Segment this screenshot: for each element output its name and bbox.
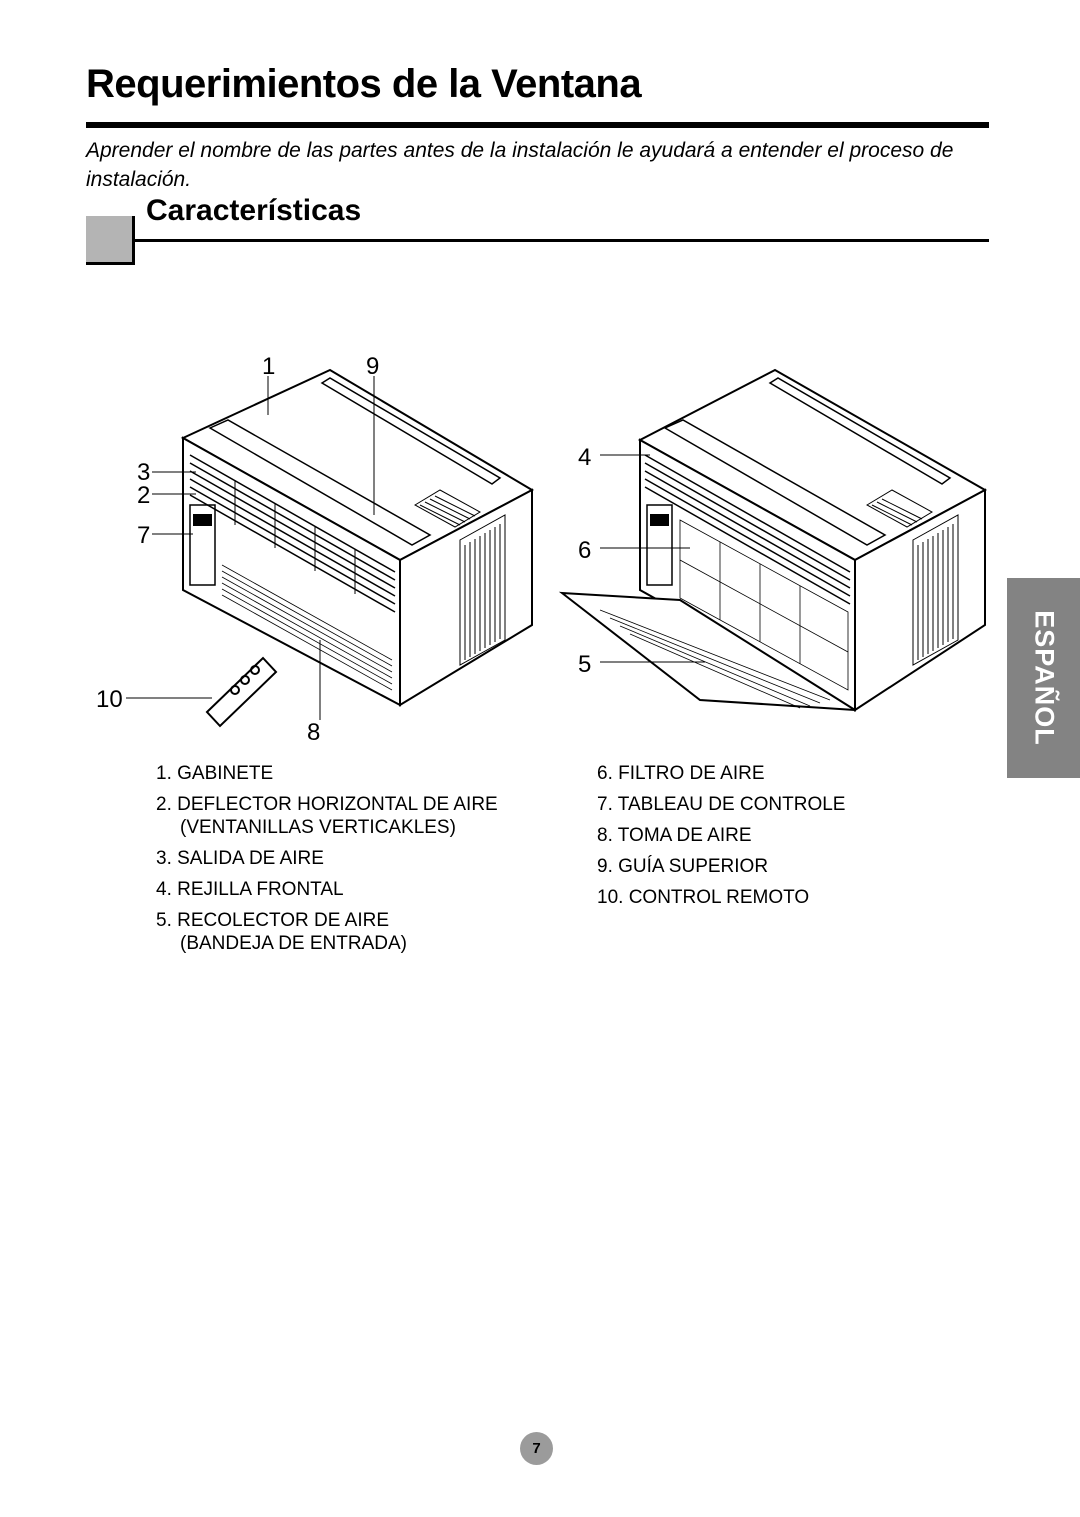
part-item: 5. RECOLECTOR DE AIRE(BANDEJA DE ENTRADA… [156,909,576,955]
part-label: 1. GABINETE [156,763,274,784]
part-label: 7. TABLEAU DE CONTROLE [597,794,846,815]
part-label: 6. FILTRO DE AIRE [597,763,765,784]
callout-8: 8 [307,719,320,746]
callout-4: 4 [578,444,591,471]
callout-7: 7 [137,522,150,549]
callout-6: 6 [578,537,591,564]
part-label: 9. GUÍA SUPERIOR [597,856,769,877]
part-item: 7. TABLEAU DE CONTROLE [597,793,927,816]
part-label: 3. SALIDA DE AIRE [156,848,324,869]
language-tab-label: ESPAÑOL [1029,610,1059,746]
left-unit-illustration [180,368,535,728]
page-number: 7 [520,1432,553,1465]
part-item: 8. TOMA DE AIRE [597,824,927,847]
part-item: 9. GUÍA SUPERIOR [597,855,927,878]
part-item: 3. SALIDA DE AIRE [156,847,576,870]
part-item: 6. FILTRO DE AIRE [597,762,927,785]
part-sublabel: (BANDEJA DE ENTRADA) [180,933,407,954]
right-unit-illustration [558,368,988,712]
part-label: 8. TOMA DE AIRE [597,825,752,846]
parts-list-right: 6. FILTRO DE AIRE 7. TABLEAU DE CONTROLE… [597,762,927,917]
part-label: 2. DEFLECTOR HORIZONTAL DE AIRE [156,794,498,815]
callout-2: 2 [137,482,150,509]
section-marker-box [86,216,135,265]
part-label: 5. RECOLECTOR DE AIRE [156,910,389,931]
part-item: 1. GABINETE [156,762,576,785]
part-item: 10. CONTROL REMOTO [597,886,927,909]
title-rule [86,122,989,128]
part-label: 4. REJILLA FRONTAL [156,879,344,900]
callout-9: 9 [366,353,379,380]
callout-5: 5 [578,651,591,678]
part-item: 4. REJILLA FRONTAL [156,878,576,901]
section-title: Características [146,194,362,227]
part-label: 10. CONTROL REMOTO [597,887,810,908]
part-sublabel: (VENTANILLAS VERTICAKLES) [180,817,456,838]
air-conditioner-diagram: 1 9 3 2 7 10 8 4 6 5 [96,353,988,746]
callout-3: 3 [137,459,150,486]
section-rule [134,239,989,242]
intro-text: Aprender el nombre de las partes antes d… [86,139,954,191]
page-title: Requerimientos de la Ventana [86,62,642,106]
parts-list-left: 1. GABINETE 2. DEFLECTOR HORIZONTAL DE A… [156,762,576,963]
callout-1: 1 [262,353,275,380]
part-item: 2. DEFLECTOR HORIZONTAL DE AIRE(VENTANIL… [156,793,576,839]
language-tab: ESPAÑOL [1007,578,1080,778]
remote-control-illustration [205,656,278,728]
callout-10: 10 [96,686,123,713]
